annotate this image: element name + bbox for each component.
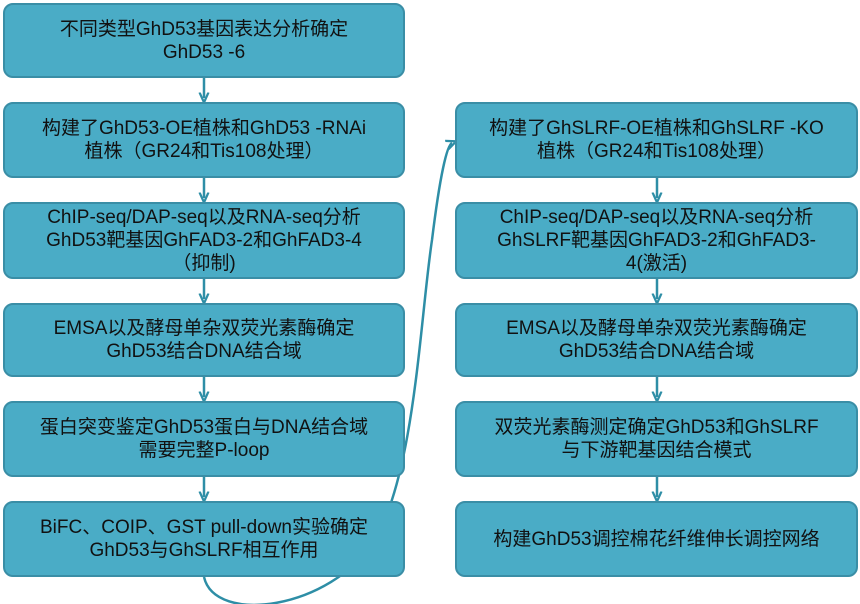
left-step-5-line-2: 需要完整P-loop: [138, 440, 270, 461]
right-step-2-line-1: ChIP-seq/DAP-seq以及RNA-seq分析: [499, 207, 814, 228]
left-step-6-line-1: BiFC、COIP、GST pull-down实验确定: [40, 517, 368, 538]
left-step-3: ChIP-seq/DAP-seq以及RNA-seq分析 GhD53靶基因GhFA…: [3, 202, 405, 279]
left-step-3-line-2: GhD53靶基因GhFAD3-2和GhFAD3-4: [46, 230, 362, 251]
right-step-2-line-3: 4(激活): [625, 253, 688, 274]
right-step-3-line-1: EMSA以及酵母单杂双荧光素酶确定: [506, 318, 807, 339]
left-step-5: 蛋白突变鉴定GhD53蛋白与DNA结合域 需要完整P-loop: [3, 401, 405, 477]
left-step-4-line-2: GhD53结合DNA结合域: [106, 341, 302, 362]
left-step-4-line-1: EMSA以及酵母单杂双荧光素酶确定: [53, 318, 355, 339]
right-step-1-line-2: 植株（GR24和Tis108处理）: [537, 141, 776, 162]
right-step-5-line-1: 构建GhD53调控棉花纤维伸长调控网络: [493, 528, 820, 550]
left-step-6-line-2: GhD53与GhSLRF相互作用: [89, 540, 319, 561]
left-step-1-line-1: 不同类型GhD53基因表达分析确定: [59, 18, 349, 40]
right-step-1-line-1: 构建了GhSLRF-OE植株和GhSLRF -KO: [489, 118, 824, 139]
right-step-3: EMSA以及酵母单杂双荧光素酶确定 GhD53结合DNA结合域: [455, 303, 858, 377]
left-step-3-line-3: （抑制): [172, 253, 236, 274]
left-step-2-line-1: 构建了GhD53-OE植株和GhD53 -RNAi: [41, 118, 367, 139]
left-step-5-line-1: 蛋白突变鉴定GhD53蛋白与DNA结合域: [39, 417, 369, 438]
left-step-3-line-1: ChIP-seq/DAP-seq以及RNA-seq分析: [47, 207, 361, 228]
left-step-2: 构建了GhD53-OE植株和GhD53 -RNAi 植株（GR24和Tis108…: [3, 102, 405, 178]
left-step-1-line-2: GhD53 -6: [162, 41, 246, 63]
right-step-4: 双荧光素酶测定确定GhD53和GhSLRF 与下游靶基因结合模式: [455, 401, 858, 477]
right-step-2-line-2: GhSLRF靶基因GhFAD3-2和GhFAD3-: [497, 230, 816, 251]
right-step-2: ChIP-seq/DAP-seq以及RNA-seq分析 GhSLRF靶基因GhF…: [455, 202, 858, 279]
right-step-3-line-2: GhD53结合DNA结合域: [558, 341, 755, 362]
left-step-4: EMSA以及酵母单杂双荧光素酶确定 GhD53结合DNA结合域: [3, 303, 405, 377]
left-step-6: BiFC、COIP、GST pull-down实验确定 GhD53与GhSLRF…: [3, 501, 405, 577]
right-step-1: 构建了GhSLRF-OE植株和GhSLRF -KO 植株（GR24和Tis108…: [455, 102, 858, 178]
right-step-4-line-2: 与下游靶基因结合模式: [561, 440, 752, 461]
right-step-4-line-1: 双荧光素酶测定确定GhD53和GhSLRF: [494, 417, 819, 438]
left-step-1: 不同类型GhD53基因表达分析确定 GhD53 -6: [3, 3, 405, 78]
right-step-5: 构建GhD53调控棉花纤维伸长调控网络: [455, 501, 858, 577]
left-step-2-line-2: 植株（GR24和Tis108处理）: [84, 141, 324, 162]
